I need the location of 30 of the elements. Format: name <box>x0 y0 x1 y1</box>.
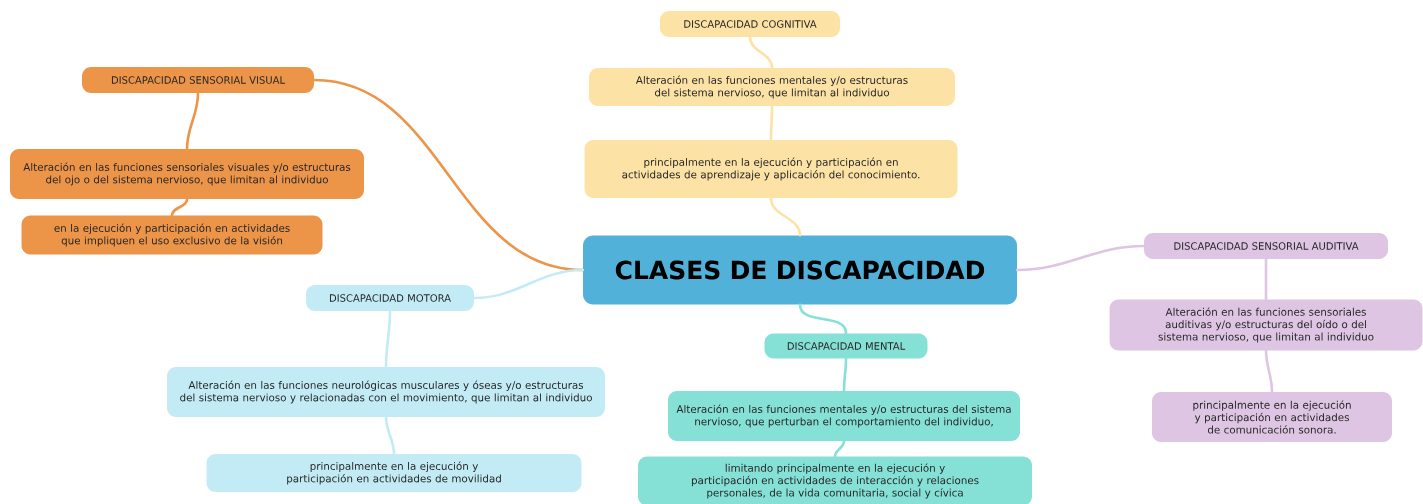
connector <box>1264 257 1268 301</box>
topic-box: DISCAPACIDAD SENSORIAL AUDITIVA <box>1144 233 1388 259</box>
topic-box: DISCAPACIDAD MOTORA <box>306 285 474 311</box>
connector <box>748 35 774 70</box>
description-box: en la ejecución y participación en actividades que impliquen el uso exclusivo de la visión <box>21 215 323 255</box>
topic-box: DISCAPACIDAD COGNITIVA <box>660 11 840 37</box>
connector <box>472 268 585 300</box>
connector <box>170 197 189 217</box>
connector <box>798 303 848 335</box>
topic-box: DISCAPACIDAD MENTAL <box>764 333 928 359</box>
connector <box>384 415 396 456</box>
connector <box>833 439 846 458</box>
connector <box>769 104 774 142</box>
description-box: Alteración en las funciones sensoriales auditivas y/o estructuras del oído o del sistema nervioso, que limitan al individuo <box>1109 299 1423 351</box>
connector <box>185 91 200 151</box>
connector <box>769 196 802 237</box>
connector <box>842 357 848 393</box>
connector <box>1015 244 1146 272</box>
central-topic-box: CLASES DE DISCAPACIDAD <box>583 235 1017 305</box>
description-box: Alteración en las funciones mentales y/o estructuras del sistema nervioso, que limitan al individuo <box>589 68 955 106</box>
topic-box: DISCAPACIDAD SENSORIAL VISUAL <box>82 67 314 93</box>
description-box: principalmente en la ejecución y participación en actividades de aprendizaje y aplicación del conocimiento. <box>584 140 958 198</box>
description-box: Alteración en las funciones mentales y/o estructuras del sistema nervioso, que perturban el comportamiento del individuo, <box>668 391 1020 441</box>
description-box: limitando principalmente en la ejecución y participación en actividades de interacción y relaciones personales, de la vida comunitaria, social y cívica <box>638 456 1032 504</box>
description-box: Alteración en las funciones sensoriales visuales y/o estructuras del ojo o del sistema nervioso, que limitan al individuo <box>10 149 364 199</box>
description-box: Alteración en las funciones neurológicas musculares y óseas y/o estructuras del sistema nervioso y relacionadas con el movimiento, que limitan al individuo <box>167 367 605 417</box>
description-box: principalmente en la ejecución y participación en actividades de movilidad <box>206 454 582 492</box>
connector <box>384 309 392 369</box>
description-box: principalmente en la ejecución y participación en actividades de comunicación sonora. <box>1152 392 1392 442</box>
connector <box>1264 349 1274 394</box>
